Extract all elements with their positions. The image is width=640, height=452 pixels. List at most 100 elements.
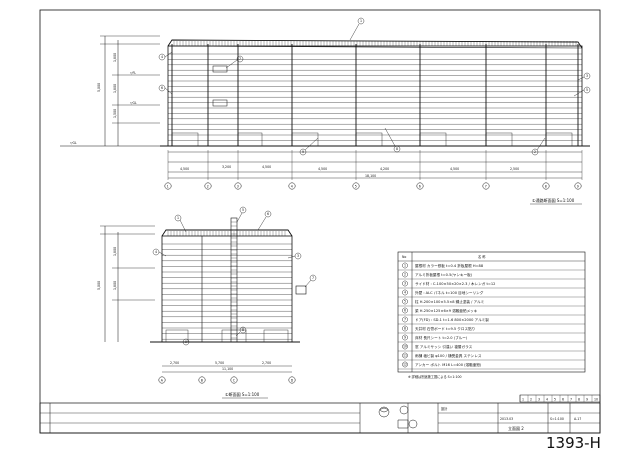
revision-number: 1: [522, 398, 524, 402]
gridline-bubble: [234, 182, 242, 190]
foundation-block: [171, 132, 199, 147]
gridline-label: C: [233, 378, 236, 382]
level-label-2: ▽GL: [130, 101, 137, 105]
dim-a-3: 4,500: [318, 167, 327, 171]
roof-corrugation: [173, 41, 577, 46]
svg-text:6: 6: [267, 212, 269, 216]
height-label-a1: 5,000: [97, 83, 101, 92]
svg-text:3: 3: [297, 254, 299, 258]
svg-text:6: 6: [161, 86, 163, 90]
date-label: 2013.03: [500, 417, 513, 421]
revision-number: 7: [570, 398, 572, 402]
gridline-label: 9: [577, 184, 579, 188]
legend-desc: 柱 H-200×100×5.5×8 錆止塗装 / アルミ: [415, 299, 484, 304]
columns: [171, 44, 579, 146]
center-column: [230, 217, 238, 343]
gridline-label: 1: [167, 184, 169, 188]
wall-siding: [162, 243, 292, 340]
revision-number: 10: [594, 398, 598, 402]
legend-desc: 屋根材 カラー鉄板 t=0.4 折板屋根 H=88: [415, 263, 484, 268]
building-outline-a: [167, 45, 583, 147]
legend-desc: 梁 H-250×125×6×9 溶融亜鉛メッキ: [415, 308, 478, 313]
wall-siding: [168, 53, 582, 146]
foundation-block: [355, 132, 383, 147]
legend-no: 10: [403, 345, 407, 349]
svg-text:4: 4: [155, 250, 157, 254]
legend-bubble: [402, 280, 408, 287]
gridline-label: A: [161, 378, 164, 382]
legend-no: 5: [404, 300, 406, 304]
gridline-bubble: [352, 182, 360, 190]
legend-header-desc: 名 称: [478, 254, 486, 259]
dim-a-6: 2,500: [510, 167, 519, 171]
gridline-label: 8: [545, 184, 547, 188]
gridline-label: 5: [355, 184, 357, 188]
gridline-bubble: [416, 182, 424, 190]
window-a2: [212, 99, 228, 107]
height-label-a3: 1,800: [113, 84, 117, 93]
callouts-b: [152, 206, 317, 346]
revision-number: 9: [586, 398, 588, 402]
legend-desc: 天井材 石膏ボード t=9.5 クロス貼り: [415, 326, 475, 331]
gridline-bubble: [164, 182, 172, 190]
gridline-bubble: [204, 182, 212, 190]
legend-no: 4: [404, 291, 406, 295]
svg-text:1: 1: [177, 216, 179, 220]
gridline-bubble: [574, 182, 582, 190]
foundation-blocks: [165, 329, 289, 343]
svg-text:8: 8: [396, 147, 398, 151]
elevation-a: 5,000 1,800 1,800 1,500 ▽FL ▽GL ▽GL 4,50…: [60, 17, 591, 205]
legend-bubble: [402, 325, 408, 332]
dim-a-5: 4,500: [450, 167, 459, 171]
legend-no: 3: [404, 282, 406, 286]
legend-bubble: [402, 262, 408, 269]
legend-desc: アルミ折板屋根 t=0.5(ヤンキー板): [415, 272, 473, 277]
legend-desc: 雨樋 塩ビ製 φ100 / 樋受金具 ステンレス: [415, 353, 482, 358]
height-label-a2: 1,800: [113, 53, 117, 62]
gridline-bubble: [288, 376, 296, 384]
legend-no: 8: [404, 327, 406, 331]
document-code: 1393-H: [546, 434, 601, 452]
legend-bubble: [402, 298, 408, 305]
height-label-b1: 5,000: [97, 281, 101, 290]
legend-no: 7: [404, 318, 406, 322]
legend-header-no: No: [402, 255, 406, 259]
height-label-b2: 1,800: [113, 247, 117, 256]
revision-number: 6: [562, 398, 564, 402]
legend-desc: アンカー ボルト M16 L=400 (溶融亜鉛): [415, 362, 482, 367]
svg-text:8: 8: [242, 328, 244, 332]
height-label-a4: 1,500: [113, 109, 117, 118]
gridline-bubble: [158, 376, 166, 384]
callouts-a: [158, 17, 591, 156]
building-outline-b: [161, 235, 293, 343]
window-a1: [212, 65, 228, 73]
dim-total-b: 11,100: [222, 367, 233, 371]
level-label-1: ▽FL: [130, 71, 136, 75]
svg-text:3: 3: [586, 74, 588, 78]
revision-number: 5: [554, 398, 556, 402]
svg-text:4: 4: [161, 55, 163, 59]
foundation-block: [165, 329, 189, 343]
foundation-block: [221, 329, 247, 343]
title-block: 設計 2013.03 立面図 2 S=1:100 A-17: [39, 402, 601, 434]
legend-no: 2: [404, 273, 406, 277]
legend-desc: 窓 アルミサッシ 引違い 複層ガラス: [415, 344, 473, 349]
legend-no: 11: [403, 354, 407, 358]
drawing-name: 立面図 2: [508, 425, 524, 431]
svg-text:5: 5: [242, 208, 244, 212]
foundation-block: [263, 329, 289, 343]
revision-number: 3: [538, 398, 540, 402]
dim-b-2: 2,700: [262, 361, 271, 365]
revision-number: 2: [530, 398, 532, 402]
dim-b-0: 2,700: [170, 361, 179, 365]
foundation-block: [291, 132, 319, 147]
gridline-bubble: [230, 376, 238, 384]
sheet-label: A-17: [574, 417, 581, 421]
view-title-b: ①断面図 S=1:100: [225, 391, 260, 397]
dim-a-4: 4,200: [380, 167, 389, 171]
